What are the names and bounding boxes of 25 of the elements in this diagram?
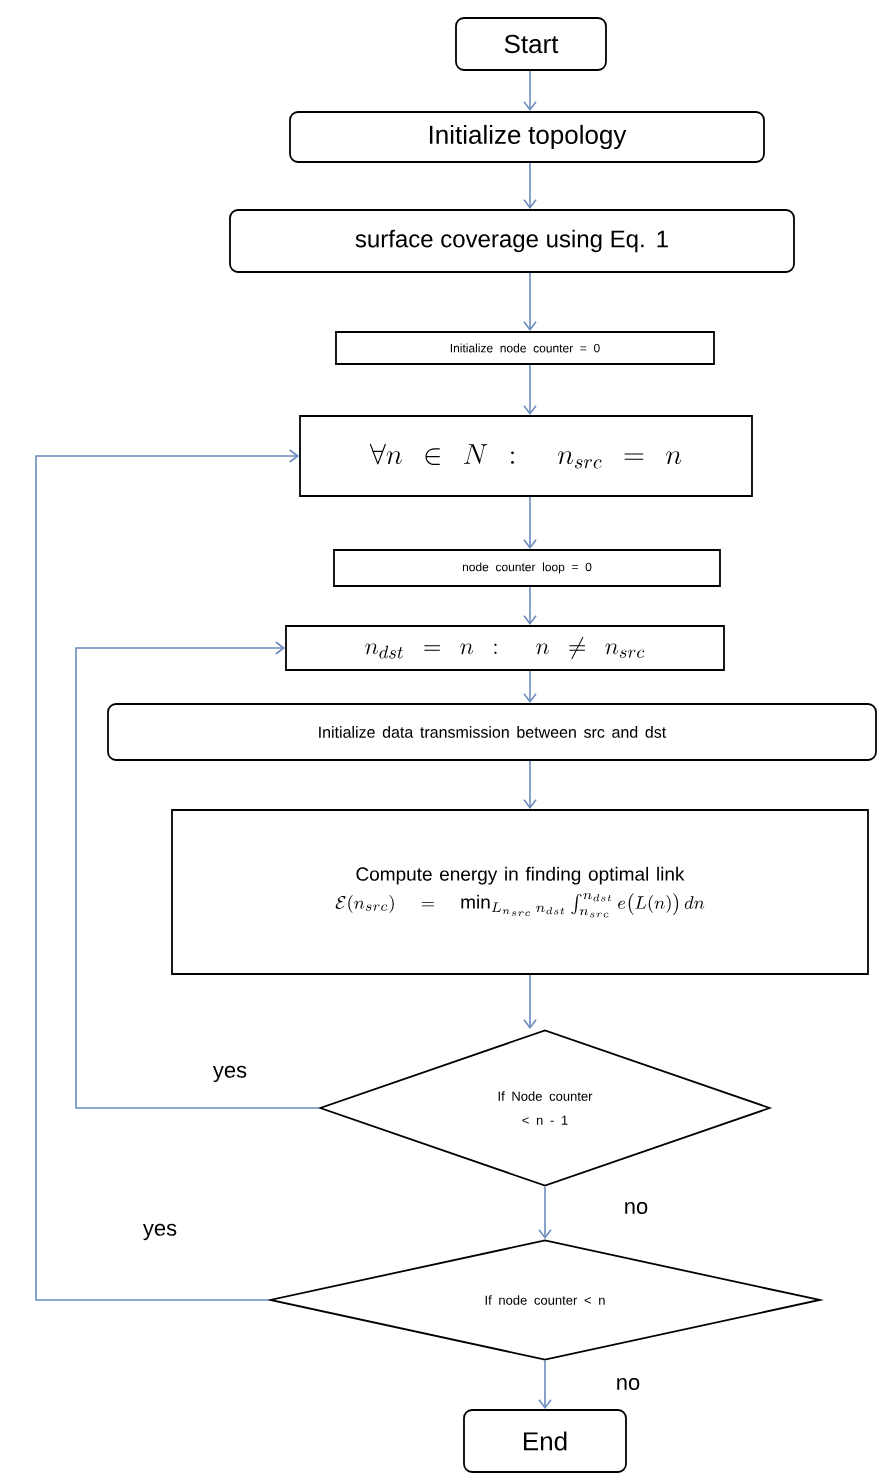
arrow: [523, 670, 537, 704]
process-box: surface coverage using Eq. 1: [229, 209, 795, 273]
edge-label: no: [621, 1199, 651, 1216]
arrow: [523, 496, 537, 550]
process-box: Compute energy in finding optimal link $\mathcal{E}(n_{src}) = \min_{L_{n_{src}}\, n_{dst}} \int_{n_{src}}^{n_{dst}} e\big(L(n)\big)\,dn$: [171, 809, 869, 975]
arrow: [538, 1186, 552, 1240]
process-box: $n_{dst} = n :\; n \neq n_{src}$: [285, 625, 725, 671]
edge-label: no: [613, 1375, 643, 1392]
arrow: [523, 760, 537, 810]
arrow: [523, 272, 537, 332]
arrow: [35, 449, 300, 1301]
arrow: [538, 1360, 552, 1410]
arrow: [523, 162, 537, 210]
arrow: [523, 364, 537, 416]
process-box: Initialize data transmission between src and dst: [107, 703, 877, 761]
arrow: [523, 586, 537, 626]
edge-label: yes: [140, 1221, 180, 1243]
end-box: End: [463, 1409, 627, 1473]
start-box: Start: [455, 17, 607, 71]
edge-label: yes: [210, 1063, 250, 1085]
arrow: [523, 70, 537, 112]
arrow: [75, 641, 320, 1109]
process-box: $\forall n \in N :\; n_{src} = n$: [299, 415, 753, 497]
process-box: Initialize topology: [289, 111, 765, 163]
arrow: [523, 974, 537, 1030]
